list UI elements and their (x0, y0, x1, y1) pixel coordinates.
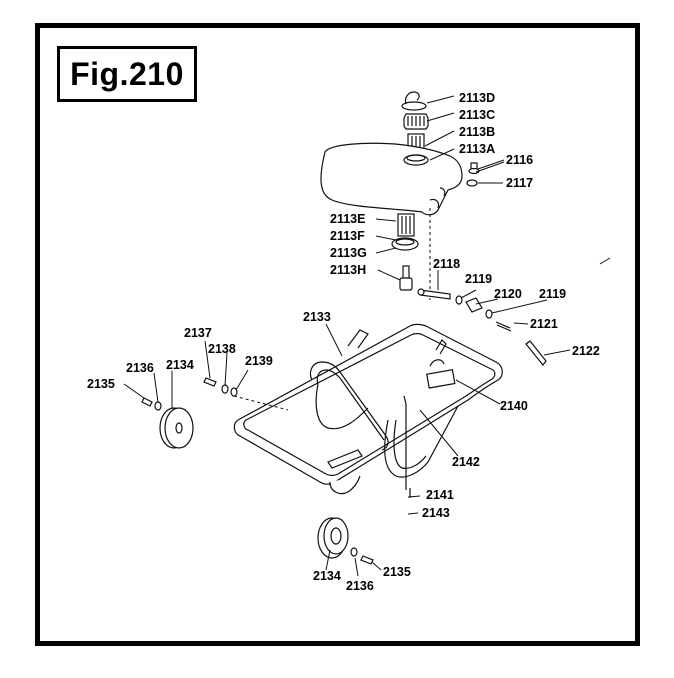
label-2119-lower: 2119 (539, 287, 566, 301)
tank-washer (466, 179, 478, 187)
label-2121: 2121 (530, 317, 558, 331)
label-2142: 2142 (452, 455, 480, 469)
washer-bottom (350, 547, 358, 557)
label-2116: 2116 (506, 153, 533, 167)
label-2134-bottom: 2134 (313, 569, 341, 583)
label-2143: 2143 (422, 506, 450, 520)
wheel-left (159, 407, 194, 449)
label-2113E: 2113E (330, 212, 365, 226)
fuel-pipe-bent (525, 340, 547, 366)
fuel-tank (320, 142, 463, 216)
label-2119-upper: 2119 (465, 272, 492, 286)
figure-title-box: Fig.210 (57, 46, 197, 102)
strainer-seal (391, 237, 419, 251)
label-2139: 2139 (245, 354, 273, 368)
wheel-bottom (317, 517, 349, 559)
label-2113F: 2113F (330, 229, 365, 243)
label-2120: 2120 (494, 287, 522, 301)
fuel-cap-strap (401, 91, 427, 111)
stray-mark (599, 257, 611, 265)
label-2113A: 2113A (459, 142, 495, 156)
label-2113B: 2113B (459, 125, 495, 139)
label-2136-left: 2136 (126, 361, 154, 375)
label-2141: 2141 (426, 488, 454, 502)
washer-2138 (221, 384, 229, 394)
label-2135-bottom: 2135 (383, 565, 411, 579)
fuel-filter (465, 297, 483, 313)
fuel-pipe (495, 321, 512, 332)
washer-left (154, 401, 162, 411)
label-2113C: 2113C (459, 108, 495, 122)
main-frame (233, 323, 503, 498)
bolt-bottom (360, 555, 374, 565)
hose-clip (455, 295, 463, 305)
leader-lines (123, 95, 571, 577)
label-2133: 2133 (303, 310, 331, 324)
label-2118: 2118 (433, 257, 460, 271)
label-2117: 2117 (506, 176, 533, 190)
label-2113H: 2113H (330, 263, 366, 277)
figure-title: Fig.210 (70, 55, 184, 92)
fuel-cap (403, 113, 429, 130)
label-2134-left: 2134 (166, 358, 194, 372)
label-2122: 2122 (572, 344, 600, 358)
fuel-hose (417, 288, 451, 300)
hose-clip (485, 309, 493, 319)
fuel-cock (399, 265, 413, 291)
diagram-border (35, 23, 640, 646)
washer-2139 (230, 387, 238, 397)
label-2136-bottom: 2136 (346, 579, 374, 593)
bolt-2137 (203, 377, 217, 387)
fuel-strainer-bottom (397, 213, 415, 237)
label-2140: 2140 (500, 399, 528, 413)
label-2113G: 2113G (330, 246, 367, 260)
label-2113D: 2113D (459, 91, 495, 105)
bolt-left (141, 397, 153, 407)
label-2138: 2138 (208, 342, 236, 356)
label-2137: 2137 (184, 326, 212, 340)
label-2135-left: 2135 (87, 377, 115, 391)
